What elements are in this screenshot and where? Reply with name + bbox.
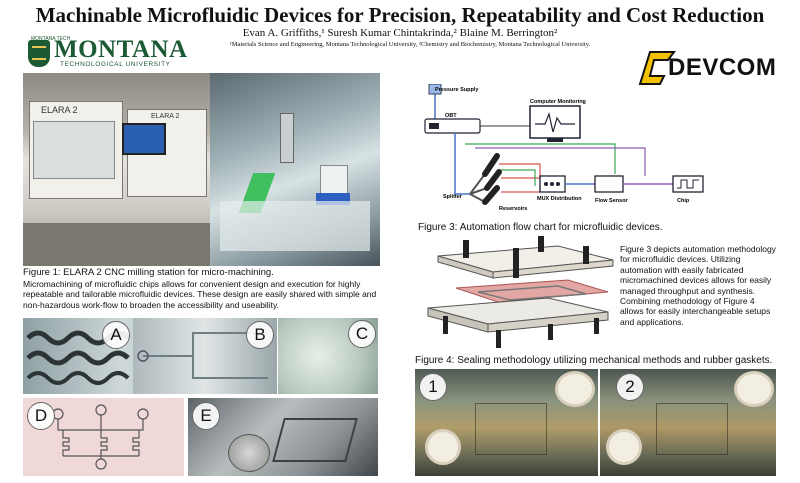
label-mux-distribution: MUX Distribution	[537, 196, 582, 202]
white-fitting-3	[606, 429, 642, 465]
montana-logo-name: MONTANA	[54, 36, 188, 63]
panel-label-e: E	[192, 402, 220, 430]
purple-control-line	[475, 147, 646, 176]
air-line	[454, 133, 470, 195]
figure3-caption: Figure 3: Automation flow chart for micr…	[418, 222, 663, 233]
sealing-assembly-illustration	[427, 236, 614, 348]
panel-label-c: C	[348, 320, 376, 348]
label-computer-monitoring: Computer Monitoring	[530, 99, 586, 105]
panel-label-2: 2	[616, 373, 644, 401]
reservoir-green-tubes	[501, 169, 536, 186]
chip-panel-d: D	[23, 398, 184, 476]
screws-top	[463, 236, 589, 278]
figure3-description: Figure 3 depicts automation methodology …	[620, 244, 776, 327]
panel-label-b: B	[246, 321, 274, 349]
monitor-stand-icon	[547, 138, 563, 142]
elara-label-right: ELARA 2	[151, 113, 180, 120]
figure1-description: Micromachining of microfluidic chips all…	[23, 279, 377, 310]
chip-channel-icon	[677, 179, 699, 189]
obt-screen-icon	[429, 123, 439, 129]
machine-window	[33, 121, 115, 179]
devcom-logo-text: DEVCOM	[668, 54, 777, 81]
poster-title: Machinable Microfluidic Devices for Prec…	[35, 3, 765, 27]
montana-logo-small-text: MONTANA TECH	[31, 36, 71, 42]
reservoir-red-tubes	[499, 163, 541, 193]
reservoirs-icon	[482, 153, 502, 205]
green-control-line	[465, 143, 616, 174]
chip-channels-1	[475, 403, 547, 455]
devcom-logo: DEVCOM	[638, 48, 778, 88]
chip-schematic-d	[52, 404, 149, 470]
label-obt: OBT	[445, 113, 457, 119]
elara-label-left: ELARA 2	[41, 105, 78, 115]
white-fitting-4	[734, 371, 774, 407]
label-chip: Chip	[677, 198, 690, 204]
white-fitting-1	[425, 429, 461, 465]
devcom-emblem-icon	[638, 51, 676, 85]
figure3-flowchart: Pressure Supply Computer Monitoring OBT …	[424, 84, 704, 212]
chip-panel-c: C	[278, 318, 378, 394]
panel-label-1: 1	[419, 373, 447, 401]
machine-bed	[220, 201, 370, 251]
monitor-screen	[122, 123, 166, 155]
figure4-caption: Figure 4: Sealing methodology utilizing …	[415, 355, 773, 366]
chip-outline-e	[272, 418, 358, 462]
chip-panel-b: B	[133, 318, 277, 394]
figure1-elara-photo: ELARA 2 ELARA 2	[23, 73, 210, 266]
channel-network-b	[137, 332, 268, 379]
poster-affiliations: ¹Materials Science and Engineering, Mont…	[229, 41, 591, 48]
montana-logo-subtitle: TECHNOLOGICAL UNIVERSITY	[60, 61, 171, 68]
coin-for-scale	[228, 434, 270, 472]
white-fitting-2	[555, 371, 595, 407]
chip-panel-e: E	[188, 398, 378, 476]
label-reservoirs: Reservoirs	[499, 206, 527, 212]
white-block	[320, 165, 348, 197]
chip-icon	[672, 175, 704, 193]
label-splitter: Splitter	[443, 194, 463, 200]
figure4-photo-2: 2	[600, 369, 776, 476]
poster-authors: Evan A. Griffiths,¹ Suresh Kumar Chintak…	[242, 27, 558, 39]
flow-sensor-icon	[594, 175, 624, 193]
pressure-supply-icon	[428, 84, 442, 95]
label-flow-sensor: Flow Sensor	[595, 198, 629, 204]
panel-label-d: D	[27, 402, 55, 430]
montana-tech-logo: MONTANA TECH MONTANA TECHNOLOGICAL UNIVE…	[28, 36, 198, 70]
figure4-photo-1: 1	[415, 369, 598, 476]
figure1-caption: Figure 1: ELARA 2 CNC milling station fo…	[23, 267, 274, 278]
lab-bench	[23, 223, 210, 266]
spindle	[280, 113, 294, 163]
chip-channels-2	[656, 403, 728, 455]
panel-label-a: A	[102, 321, 130, 349]
figure1-milling-closeup-photo	[210, 73, 380, 266]
waveform-icon	[535, 111, 575, 133]
computer-monitor-icon	[529, 105, 581, 139]
montana-crest-icon	[28, 40, 50, 67]
label-pressure-supply: Pressure Supply	[435, 87, 479, 93]
screws-bottom	[443, 316, 599, 348]
